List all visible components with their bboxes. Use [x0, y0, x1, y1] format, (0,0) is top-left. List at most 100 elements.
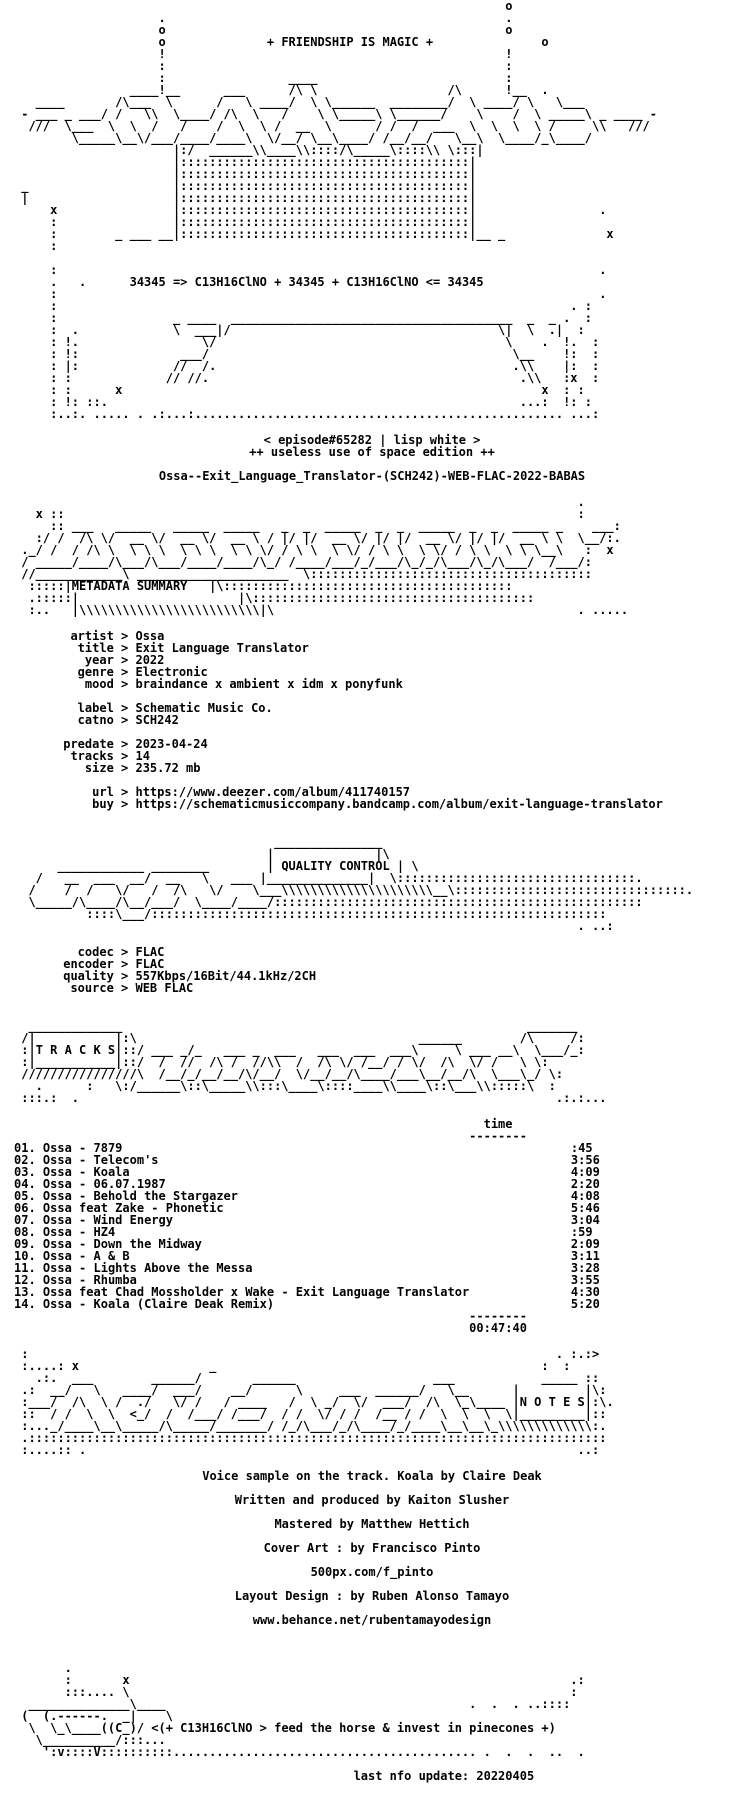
metadata-row: tracks > 14 [56, 749, 150, 763]
track-number: 14. [14, 1297, 36, 1311]
meta-key: size [56, 761, 114, 775]
track-number: 09. [14, 1237, 36, 1251]
track-row: 01. Ossa - 7879 :45 [14, 1142, 744, 1154]
metadata-row: catno > SCH242 [56, 713, 179, 727]
meta-value: 235.72 mb [135, 761, 201, 775]
meta-value: 14 [135, 749, 150, 763]
total-time: 00:47:40 [469, 1321, 527, 1335]
footer-art: . : x .: :::.... \ : ______________\____ [21, 1661, 585, 1759]
track-time: 2:20 [570, 1177, 600, 1191]
quality-key: source [56, 981, 114, 995]
last-update-block: last nfo update: 20220405 [0, 1770, 744, 1782]
track-time: 4:08 [570, 1189, 600, 1203]
quality-row: quality > 557Kbps/16Bit/44.1kHz/2CH [56, 969, 317, 983]
track-row: 06. Ossa feat Zake - Phonetic 5:46 [14, 1202, 744, 1214]
notes-link[interactable]: www.behance.net/rubentamayodesign [252, 1613, 492, 1627]
metadata-heading: METADATA SUMMARY [71, 579, 188, 593]
track-number: 12. [14, 1273, 36, 1287]
header-edition: ++ useless use of space edition ++ [249, 445, 495, 459]
meta-key: label [56, 701, 114, 715]
notes-line: Mastered by Matthew Hettich [274, 1517, 470, 1531]
track-title: Ossa - 06.07.1987 [42, 1177, 166, 1191]
track-title: Ossa - Telecom's [42, 1153, 159, 1167]
track-number: 13. [14, 1285, 36, 1299]
track-time: 5:46 [570, 1201, 600, 1215]
track-title: Ossa feat Zake - Phonetic [42, 1201, 224, 1215]
meta-key: predate [56, 737, 114, 751]
quality-heading: QUALITY CONTROL [281, 859, 390, 873]
metadata-list: artist > Ossa title > Exit Language Tran… [0, 630, 744, 810]
quality-value: 557Kbps/16Bit/44.1kHz/2CH [135, 969, 317, 983]
track-title: Ossa - Koala [42, 1165, 130, 1179]
meta-buy-link[interactable]: https://schematicmusiccompany.bandcamp.c… [135, 797, 663, 811]
meta-value: Schematic Music Co. [135, 701, 273, 715]
track-title: Ossa - Koala (Claire Deak Remix) [42, 1297, 275, 1311]
metadata-row: buy > https://schematicmusiccompany.band… [56, 797, 663, 811]
track-row: 09. Ossa - Down the Midway 2:09 [14, 1238, 744, 1250]
metadata-row: label > Schematic Music Co. [56, 701, 273, 715]
track-time: 3:28 [570, 1261, 600, 1275]
track-time: 3:56 [570, 1153, 600, 1167]
track-time: 4:30 [570, 1285, 600, 1299]
track-time: :59 [570, 1225, 593, 1239]
metadata-row: url > https://www.deezer.com/album/41174… [56, 785, 411, 799]
meta-url-link[interactable]: https://www.deezer.com/album/411740157 [135, 785, 411, 799]
notes-line: Voice sample on the track. Koala by Clai… [202, 1469, 542, 1483]
track-time: :45 [570, 1141, 593, 1155]
quality-row: encoder > FLAC [56, 957, 165, 971]
tracks-heading: T R A C K S [35, 1043, 116, 1057]
quality-banner: _______________ | |\ ____________ ______… [28, 835, 694, 933]
track-title: Ossa - Wind Energy [42, 1213, 173, 1227]
track-title: Ossa - Behold the Stargazer [42, 1189, 238, 1203]
track-time: 5:20 [570, 1297, 600, 1311]
notes-banner: : . :.:> :....: x _ : : .:. ___ ______/ … [21, 1347, 614, 1457]
track-title: Ossa - Lights Above the Messa [42, 1261, 253, 1275]
header-tagline: + FRIENDSHIP IS MAGIC + [266, 35, 434, 49]
meta-key: tracks [56, 749, 114, 763]
quality-row: codec > FLAC [56, 945, 165, 959]
meta-key: artist [56, 629, 114, 643]
notes-line: Layout Design : by Ruben Alonso Tamayo [234, 1589, 510, 1603]
meta-key: buy [56, 797, 114, 811]
track-time: 3:04 [570, 1213, 600, 1227]
quality-row: source > WEB FLAC [56, 981, 194, 995]
track-number: 01. [14, 1141, 36, 1155]
track-row: 08. Ossa - HZ4:59 [14, 1226, 744, 1238]
metadata-row: artist > Ossa [56, 629, 165, 643]
track-title: Ossa - 7879 [42, 1141, 123, 1155]
track-number: 08. [14, 1225, 36, 1239]
quality-value: FLAC [135, 945, 165, 959]
metadata-banner: . x :: : :: ___ _____ _____ _____ _ _ __… [21, 495, 629, 617]
track-title: Ossa - Down the Midway [42, 1237, 202, 1251]
meta-value: Ossa [135, 629, 165, 643]
meta-key: mood [56, 677, 114, 691]
track-row: 14. Ossa - Koala (Claire Deak Remix) 5:20 [14, 1298, 744, 1310]
meta-key: genre [56, 665, 114, 679]
quality-value: FLAC [135, 957, 165, 971]
notes-line: Written and produced by Kaiton Slusher [234, 1493, 510, 1507]
track-number: 04. [14, 1177, 36, 1191]
track-row: 04. Ossa - 06.07.1987 2:20 [14, 1178, 744, 1190]
episode-block: < episode#65282 | lisp white > ++ useles… [0, 434, 744, 482]
track-title: Ossa - A & B [42, 1249, 130, 1263]
metadata-row: genre > Electronic [56, 665, 208, 679]
time-column-header: time [483, 1117, 513, 1131]
meta-value: 2023-04-24 [135, 737, 208, 751]
meta-value: SCH242 [135, 713, 179, 727]
meta-key: url [56, 785, 114, 799]
notes-link[interactable]: 500px.com/f_pinto [310, 1565, 434, 1579]
meta-key: year [56, 653, 114, 667]
quality-key: quality [56, 969, 114, 983]
release-name: Ossa--Exit_Language_Translator-(SCH242)-… [158, 469, 586, 483]
track-number: 06. [14, 1201, 36, 1215]
track-number: 07. [14, 1213, 36, 1227]
track-time: 2:09 [570, 1237, 600, 1251]
track-time: 4:09 [570, 1165, 600, 1179]
metadata-row: size > 235.72 mb [56, 761, 201, 775]
track-number: 10. [14, 1249, 36, 1263]
